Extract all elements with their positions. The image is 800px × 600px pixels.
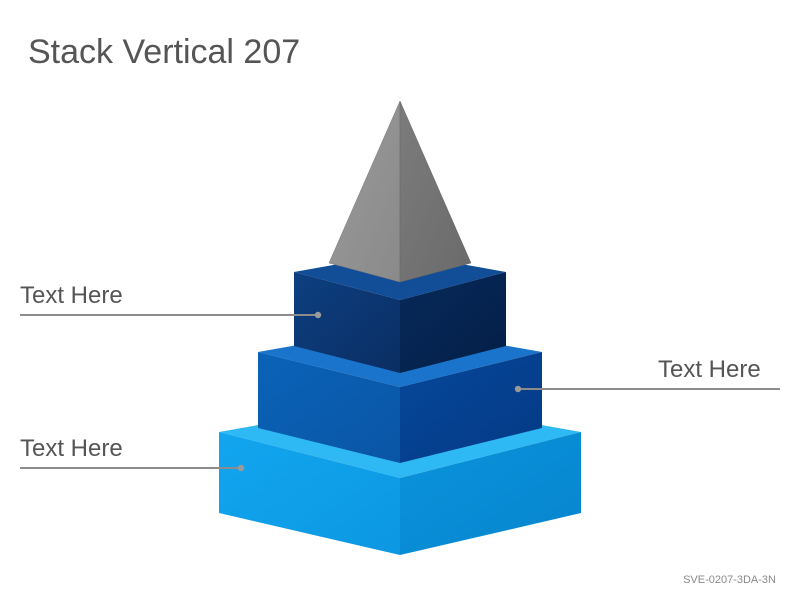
slide-title: Stack Vertical 207	[28, 33, 301, 71]
connector-middle	[514, 385, 780, 393]
label-middle: Text Here	[658, 356, 761, 383]
label-bottom: Text Here	[20, 435, 123, 462]
connector-top	[20, 311, 322, 319]
pyramid-peak	[328, 100, 472, 283]
label-top: Text Here	[20, 282, 123, 309]
slide-code: SVE-0207-3DA-3N	[683, 574, 776, 586]
connector-bottom	[20, 464, 245, 472]
